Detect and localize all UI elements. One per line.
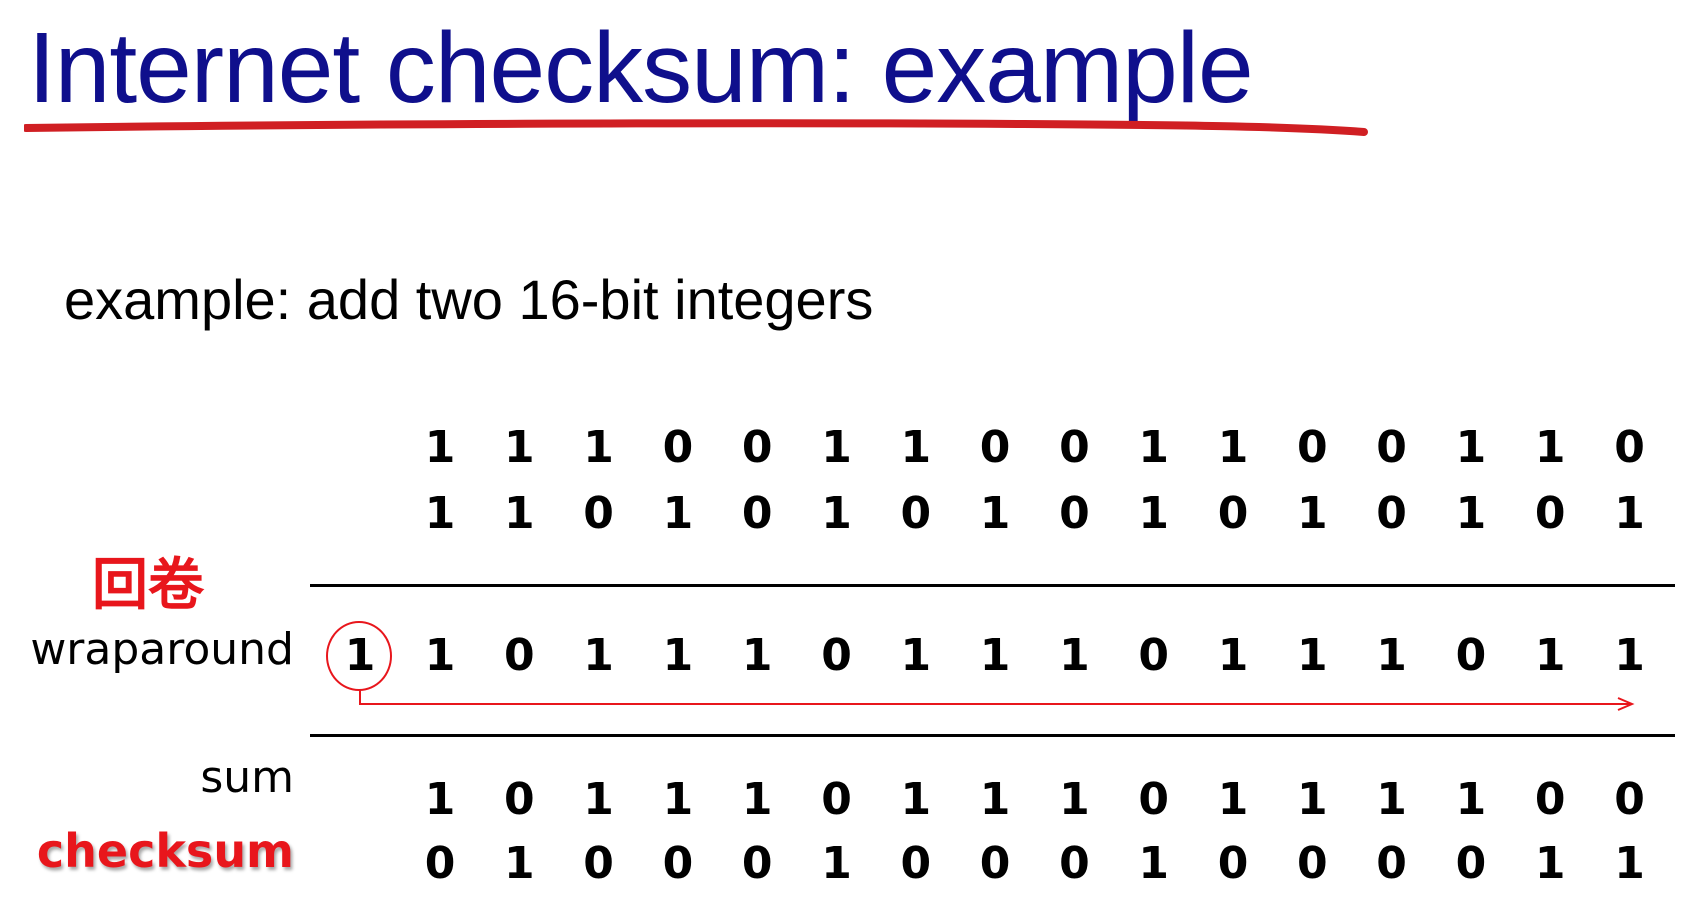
checksum-bit: 0: [583, 838, 614, 889]
sum-bit: 1: [1059, 774, 1090, 825]
addition-rule: [310, 584, 1675, 587]
checksum-bit: 1: [821, 838, 852, 889]
checksum-bit: 0: [1217, 838, 1249, 889]
operand-a-bit: 1: [821, 422, 852, 473]
wraparound-label: wraparound: [30, 624, 294, 675]
operand-b-bit: 1: [1455, 488, 1487, 539]
sum-bit: 1: [1376, 774, 1407, 825]
sum-bit: 1: [900, 774, 932, 825]
operand-a-bit: 1: [503, 422, 535, 473]
subtitle: example: add two 16-bit integers: [64, 268, 874, 331]
operand-b-bit: 1: [424, 488, 456, 539]
operand-a-bit: 1: [1534, 422, 1566, 473]
checksum-bit: 0: [900, 838, 932, 889]
wraparound-cn-label: 回卷: [92, 553, 204, 618]
checksum-bit: 0: [1296, 838, 1328, 889]
sum-bit: 1: [424, 774, 456, 825]
operand-b-bit: 1: [821, 488, 852, 539]
sum-bit: 0: [503, 774, 535, 825]
operand-b-bit: 1: [503, 488, 535, 539]
checksum-bit: 0: [1455, 838, 1487, 889]
operand-b-bit: 1: [1296, 488, 1328, 539]
operand-a-bit: 1: [900, 422, 932, 473]
operand-a-bit: 1: [424, 422, 456, 473]
operand-b-bit: 0: [900, 488, 932, 539]
operand-b-bit: 0: [741, 488, 773, 539]
wraparound-bit: 1: [979, 630, 1011, 681]
slide-title: Internet checksum: example: [28, 12, 1254, 124]
operand-b-bit: 1: [1138, 488, 1169, 539]
operand-a-bit: 0: [1376, 422, 1407, 473]
operand-a-bit: 1: [1217, 422, 1249, 473]
carry-bit-row: 1: [0, 626, 1688, 686]
operand-a-bit: 0: [979, 422, 1011, 473]
wraparound-bit: 1: [662, 630, 694, 681]
sum-bit: 0: [1614, 774, 1645, 825]
wraparound-bit: 1: [1217, 630, 1249, 681]
sum-bit: 0: [1534, 774, 1566, 825]
wraparound-bit: 1: [1534, 630, 1566, 681]
checksum-bit: 0: [1059, 838, 1090, 889]
checksum-bit: 1: [1614, 838, 1645, 889]
carry-bit: 1: [344, 630, 376, 681]
title-underline: [24, 119, 1368, 136]
sum-bit: 0: [1138, 774, 1169, 825]
wraparound-bit: 1: [1614, 630, 1645, 681]
operand-a-bit: 0: [1059, 422, 1090, 473]
sum-bit: 1: [1455, 774, 1487, 825]
checksum-bit: 0: [979, 838, 1011, 889]
sum-bit: 1: [1217, 774, 1249, 825]
wraparound-bit: 0: [503, 630, 535, 681]
operand-a-bit: 1: [1138, 422, 1169, 473]
operand-b-bit: 0: [1059, 488, 1090, 539]
operand-b-bit: 0: [1376, 488, 1407, 539]
operand-b-bit: 0: [1534, 488, 1566, 539]
wraparound-bit: 1: [900, 630, 932, 681]
checksum-bit: 0: [741, 838, 773, 889]
wraparound-bit: 1: [1296, 630, 1328, 681]
operand-b-bit: 1: [979, 488, 1011, 539]
wraparound-bit: 0: [1138, 630, 1169, 681]
checksum-label: checksum: [36, 824, 294, 878]
sum-bit: 1: [583, 774, 614, 825]
wraparound-bit: 1: [424, 630, 456, 681]
operand-b-bit: 0: [583, 488, 614, 539]
operand-a-bit: 0: [1614, 422, 1645, 473]
operand-a-bit: 0: [1296, 422, 1328, 473]
wraparound-bit: 1: [1059, 630, 1090, 681]
operand-b-bit: 1: [662, 488, 694, 539]
operand-a-bit: 0: [741, 422, 773, 473]
operand-b-bit: 0: [1217, 488, 1249, 539]
operand-a-bit: 1: [1455, 422, 1487, 473]
checksum-bit: 1: [1534, 838, 1566, 889]
wraparound-bit: 0: [821, 630, 852, 681]
sum-bit: 0: [821, 774, 852, 825]
wraparound-bit: 1: [1376, 630, 1407, 681]
operand-a-bit: 0: [662, 422, 694, 473]
checksum-bit: 0: [424, 838, 456, 889]
sum-label: sum: [200, 752, 294, 803]
sum-rule: [310, 734, 1675, 737]
wraparound-bit: 1: [583, 630, 614, 681]
wraparound-bit: 1: [741, 630, 773, 681]
checksum-bit: 1: [503, 838, 535, 889]
sum-bit: 1: [1296, 774, 1328, 825]
wraparound-bit: 0: [1455, 630, 1487, 681]
sum-bit: 1: [662, 774, 694, 825]
checksum-bit: 0: [662, 838, 694, 889]
checksum-bit: 1: [1138, 838, 1169, 889]
sum-bit: 1: [741, 774, 773, 825]
checksum-bit: 0: [1376, 838, 1407, 889]
sum-bit: 1: [979, 774, 1011, 825]
operand-b-bit: 1: [1614, 488, 1645, 539]
operand-a-bit: 1: [583, 422, 614, 473]
